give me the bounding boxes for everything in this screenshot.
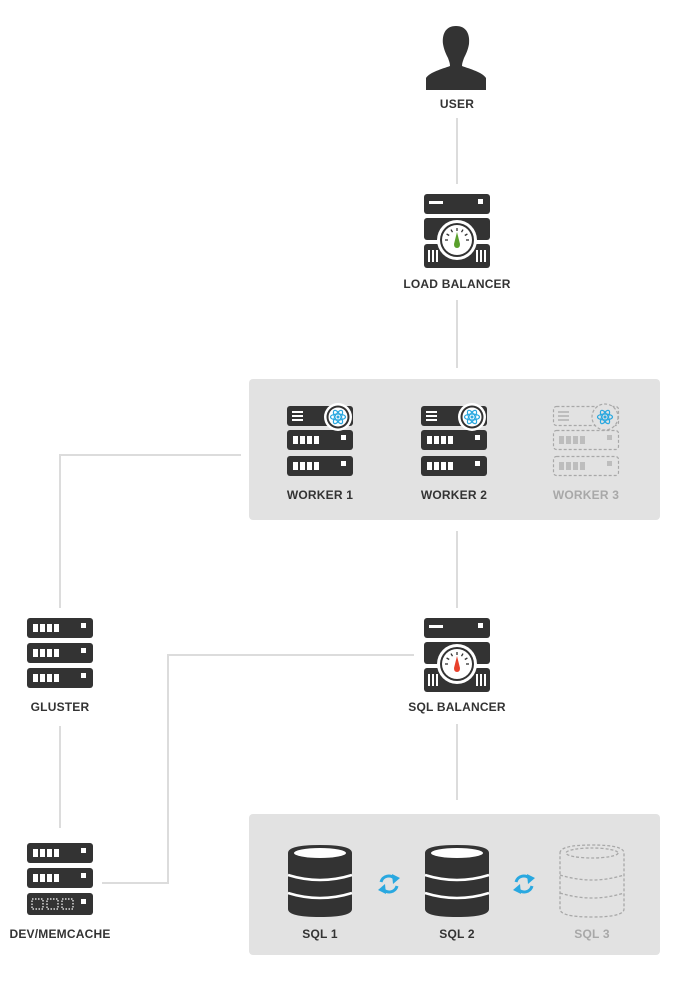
worker-1-label: WORKER 1 [286,488,354,502]
sql-1-label: SQL 1 [302,927,338,941]
dev-memcache-server-icon [27,843,93,915]
dev-memcache-label: DEV/MEMCACHE [9,927,111,941]
sql-3-database-icon [559,844,625,918]
sql-balancer-server-icon [424,618,490,692]
worker-3-label: WORKER 3 [552,488,620,502]
load-balancer-label: LOAD BALANCER [403,277,511,291]
worker-2-label: WORKER 2 [420,488,488,502]
edge-sql-balancer-dev-memcache [102,654,414,884]
sql-2-label: SQL 2 [439,927,475,941]
sql-1-database-icon [286,843,354,919]
gluster-label: GLUSTER [30,700,90,714]
load-balancer-server-icon [424,194,490,268]
worker-2-server-icon [421,402,487,476]
gluster-server-icon [27,618,93,688]
sql-2-database-icon [423,843,491,919]
edge-workers-gluster [59,454,241,608]
user-icon [426,26,486,90]
sql-balancer-label: SQL BALANCER [408,700,506,714]
sql-3-label: SQL 3 [574,927,610,941]
user-label: USER [439,97,475,111]
connector-lines [59,118,458,884]
worker-1-server-icon [287,402,353,476]
worker-3-server-icon [552,403,620,477]
